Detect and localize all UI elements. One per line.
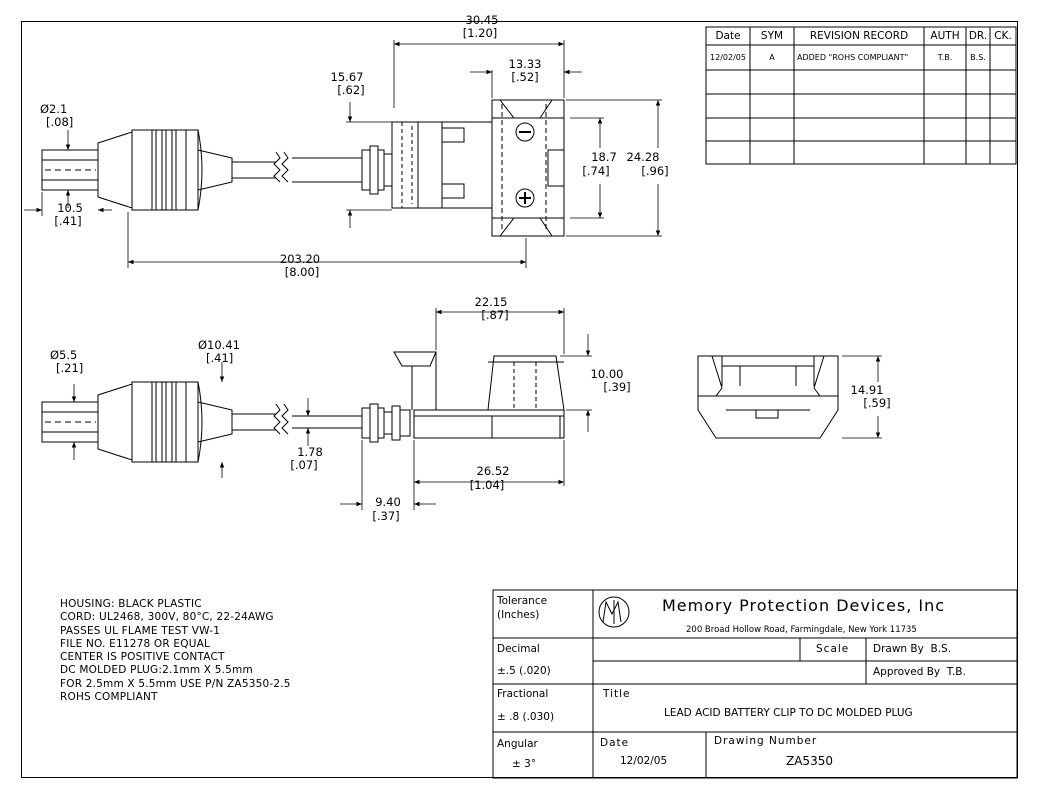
fractional-value: ± .8 (.030)	[497, 711, 555, 723]
drawing-number-label: Drawing Number	[714, 735, 818, 747]
note-line: ROHS COMPLIANT	[60, 691, 158, 704]
note-line: FOR 2.5mm X 5.5mm USE P/N ZA5350-2.5	[60, 677, 291, 690]
dim-overall-length-in: [1.20]	[462, 26, 498, 40]
rev-row-auth: T.B.	[937, 53, 953, 62]
dim-tip-length: 10.5	[57, 201, 83, 215]
dim-terminal-spacing-in: [.74]	[582, 164, 610, 178]
rev-header-record: REVISION RECORD	[809, 30, 909, 42]
side-view-clip	[292, 351, 565, 443]
dim-plug-diameter: Ø2.1	[40, 102, 68, 116]
title-block-grid	[492, 589, 1018, 779]
rev-row-sym: A	[769, 53, 775, 62]
dim-plug-diameter-in: [.08]	[46, 115, 74, 129]
top-view-clip	[292, 99, 565, 237]
dim-end-height-in: [.59]	[863, 396, 891, 410]
dim-left-offset: 15.67	[330, 70, 364, 84]
dim-housing-width-in: [.52]	[511, 70, 539, 84]
rev-header-dr: DR.	[968, 30, 988, 42]
rev-row-record: ADDED "ROHS COMPLIANT"	[797, 53, 909, 62]
note-line: CORD: UL2468, 300V, 80°C, 22-24AWG	[60, 611, 274, 624]
dim-housing-height-in: [.96]	[641, 164, 669, 178]
dim-boot-diameter: Ø10.41	[198, 338, 240, 352]
rev-header-date: Date	[715, 30, 741, 42]
note-line: CENTER IS POSITIVE CONTACT	[60, 651, 225, 664]
company-name: Memory Protection Devices, Inc	[662, 598, 946, 614]
rev-row-dr: B.S.	[970, 53, 986, 62]
drawn-by: Drawn By B.S.	[873, 643, 952, 655]
dim-end-height: 14.91	[850, 383, 884, 397]
dim-cord-thickness-in: [.07]	[290, 458, 318, 472]
dim-cord-thickness: 1.78	[297, 445, 323, 459]
drawing-date: 12/02/05	[620, 755, 668, 767]
dim-boot-diameter-in: [.41]	[206, 351, 234, 365]
rev-header-sym: SYM	[760, 30, 784, 42]
end-view-clip	[697, 355, 839, 439]
angular-label: Angular	[497, 738, 538, 750]
approved-by: Approved By T.B.	[873, 666, 966, 678]
company-address: 200 Broad Hollow Road, Farmingdale, New …	[686, 625, 917, 635]
rev-header-auth: AUTH	[930, 30, 960, 42]
revision-table-grid	[705, 26, 1017, 165]
side-view-plug	[41, 381, 289, 463]
polarity-marks	[519, 131, 531, 204]
dim-overall-length: 30.45	[465, 13, 499, 27]
dim-side-total-length: 26.52	[476, 464, 510, 478]
dim-side-total-length-in: [1.04]	[469, 478, 505, 492]
title-label: Title	[603, 688, 631, 700]
dim-strain-relief-in: [.37]	[372, 509, 400, 523]
dim-barrel-diameter-in: [.21]	[56, 361, 84, 375]
drawing-title: LEAD ACID BATTERY CLIP TO DC MOLDED PLUG	[664, 707, 913, 719]
decimal-value: ±.5 (.020)	[497, 665, 551, 677]
angular-value: ± 3°	[512, 758, 537, 770]
drawing-number: ZA5350	[786, 754, 833, 768]
dimension-lines	[24, 40, 882, 510]
dim-side-height: 10.00	[590, 367, 624, 381]
dim-housing-width: 13.33	[508, 57, 542, 71]
dim-cord-length: 203.20	[279, 252, 321, 266]
note-line: HOUSING: BLACK PLASTIC	[60, 598, 202, 610]
dim-strain-relief: 9.40	[375, 495, 401, 509]
note-line: DC MOLDED PLUG:2.1mm X 5.5mm	[60, 664, 253, 677]
top-view-plug	[41, 129, 289, 211]
dim-cord-length-in: [8.00]	[284, 265, 320, 279]
dim-side-housing-length-in: [.87]	[481, 308, 509, 322]
tolerance-units: (Inches)	[497, 609, 540, 621]
decimal-label: Decimal	[497, 643, 540, 655]
rev-header-ck: CK.	[994, 30, 1012, 42]
dim-tip-length-in: [.41]	[54, 214, 82, 228]
dim-side-height-in: [.39]	[603, 380, 631, 394]
notes-block: HOUSING: BLACK PLASTIC CORD: UL2468, 300…	[60, 598, 380, 704]
tolerance-label: Tolerance	[497, 595, 548, 607]
date-label: Date	[600, 737, 630, 749]
dim-barrel-diameter: Ø5.5	[50, 348, 78, 362]
note-line: FILE NO. E11278 OR EQUAL	[60, 637, 211, 650]
scale-label: Scale	[816, 643, 850, 655]
company-logo	[598, 596, 630, 628]
note-line: PASSES UL FLAME TEST VW-1	[60, 624, 221, 637]
dim-side-housing-length: 22.15	[474, 295, 508, 309]
dim-terminal-spacing: 18.7	[591, 150, 617, 164]
dim-housing-height: 24.28	[626, 150, 660, 164]
fractional-label: Fractional	[497, 688, 549, 700]
rev-row-date: 12/02/05	[710, 53, 746, 62]
dim-left-offset-in: [.62]	[337, 83, 365, 97]
